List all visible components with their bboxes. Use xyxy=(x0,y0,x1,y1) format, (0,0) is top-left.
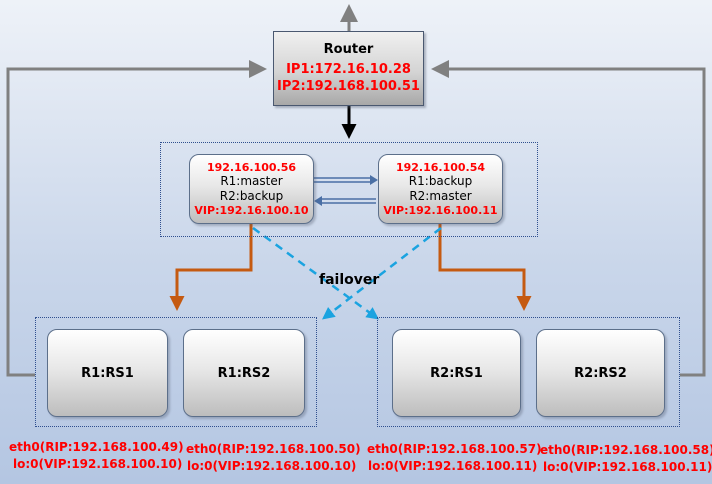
failover-label: failover xyxy=(319,272,380,288)
real-server-r2-rs2-label: R2:RS2 xyxy=(574,365,627,381)
director-sync-arrows xyxy=(314,175,378,206)
r1-rs1-vip: lo:0(VIP:192.168.100.10) xyxy=(13,457,183,471)
real-server-r1-rs1-label: R1:RS1 xyxy=(81,365,134,381)
rs-group-1 xyxy=(35,317,317,427)
router-ip1: IP1:172.16.10.28 xyxy=(286,62,411,77)
failover-line-left xyxy=(322,227,442,320)
rs-label-block-4: eth0(RIP:192.168.100.58) lo:0(VIP:192.16… xyxy=(540,442,712,476)
r2-rs1-rip: eth0(RIP:192.168.100.57) xyxy=(367,442,542,456)
director-2-vip: VIP:192.16.100.11 xyxy=(383,204,498,217)
director-1: 192.16.100.56 R1:master R2:backup VIP:19… xyxy=(189,154,314,224)
director1-to-group1-link xyxy=(169,224,253,311)
rs-group-2 xyxy=(377,317,680,427)
right-return-path xyxy=(431,60,706,377)
real-server-r2-rs1: R2:RS1 xyxy=(392,329,521,417)
real-server-r2-rs1-label: R2:RS1 xyxy=(430,365,483,381)
router-title: Router xyxy=(323,42,374,57)
real-server-r1-rs2-label: R1:RS2 xyxy=(217,365,271,381)
r1-rs2-rip: eth0(RIP:192.168.100.50) xyxy=(186,442,361,456)
r2-rs1-vip: lo:0(VIP:192.168.100.11) xyxy=(368,459,538,473)
router-ip2: IP2:192.168.100.51 xyxy=(277,79,420,94)
failover-line-right xyxy=(252,226,380,320)
director-2-ip: 192.16.100.54 xyxy=(395,161,486,174)
real-server-r1-rs1: R1:RS1 xyxy=(47,329,168,417)
director-1-r2-role: R2:backup xyxy=(219,189,284,203)
left-return-path xyxy=(6,60,267,377)
director-2: 192.16.100.54 R1:backup R2:master VIP:19… xyxy=(378,154,503,224)
director-1-r1-role: R1:master xyxy=(220,174,283,188)
director-1-ip: 192.16.100.56 xyxy=(206,161,297,174)
real-server-r2-rs2: R2:RS2 xyxy=(536,329,665,417)
r1-rs1-rip: eth0(RIP:192.168.100.49) xyxy=(9,440,184,454)
director2-to-group2-link xyxy=(438,224,532,311)
router-box: Router IP1:172.16.10.28 IP2:192.168.100.… xyxy=(273,31,424,106)
r2-rs2-rip: eth0(RIP:192.168.100.58) xyxy=(540,443,712,457)
rs-label-block-1: eth0(RIP:192.168.100.49) lo:0(VIP:192.16… xyxy=(9,439,184,473)
rs-label-block-3: eth0(RIP:192.168.100.57) lo:0(VIP:192.16… xyxy=(367,441,542,475)
r1-rs2-vip: lo:0(VIP:192.168.100.10) xyxy=(187,459,357,473)
director-2-r2-role: R2:master xyxy=(409,189,472,203)
real-server-r1-rs2: R1:RS2 xyxy=(183,329,305,417)
r2-rs2-vip: lo:0(VIP:192.168.100.11) xyxy=(543,460,712,474)
rs-label-block-2: eth0(RIP:192.168.100.50) lo:0(VIP:192.16… xyxy=(186,441,361,475)
director-2-r1-role: R1:backup xyxy=(408,174,473,188)
director-group xyxy=(160,142,538,237)
director-1-vip: VIP:192.16.100.10 xyxy=(194,204,309,217)
